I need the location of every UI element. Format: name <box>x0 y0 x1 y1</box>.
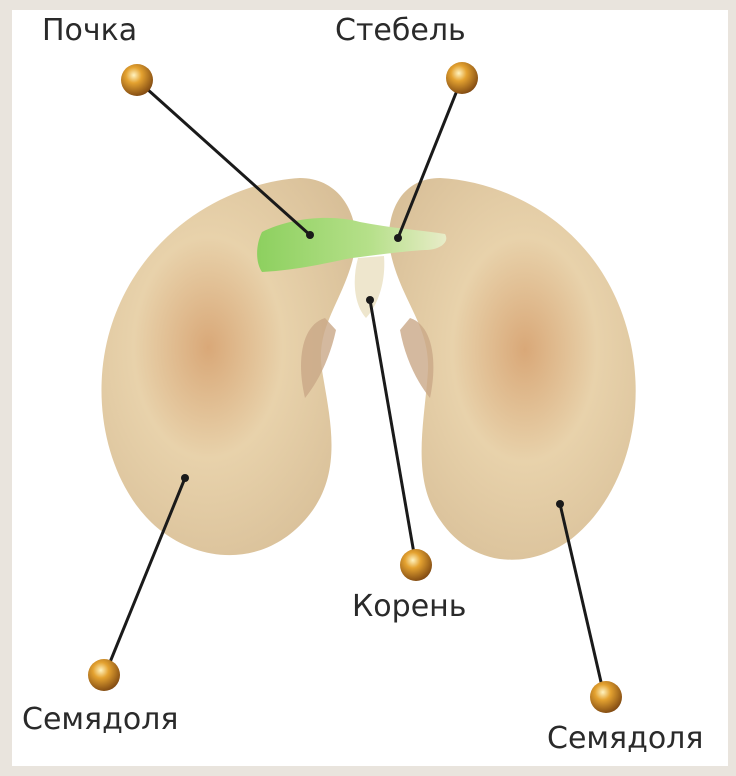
point-stem <box>394 234 402 242</box>
label-cotyledon-right: Семядоля <box>547 722 703 756</box>
pin-root <box>400 549 432 581</box>
point-cotyledon-right <box>556 500 564 508</box>
root-shape <box>355 256 385 318</box>
pin-bud <box>121 64 153 96</box>
label-stem: Стебель <box>335 14 466 48</box>
point-cotyledon-left <box>181 474 189 482</box>
point-bud <box>306 231 314 239</box>
pin-cotyledon-right <box>590 681 622 713</box>
label-cotyledon-left: Семядоля <box>22 703 178 737</box>
point-root <box>366 296 374 304</box>
label-bud: Почка <box>42 14 137 48</box>
pin-stem <box>446 62 478 94</box>
label-root: Корень <box>352 590 466 624</box>
leader-line-cotyledon-right <box>560 504 604 695</box>
pin-cotyledon-left <box>88 659 120 691</box>
